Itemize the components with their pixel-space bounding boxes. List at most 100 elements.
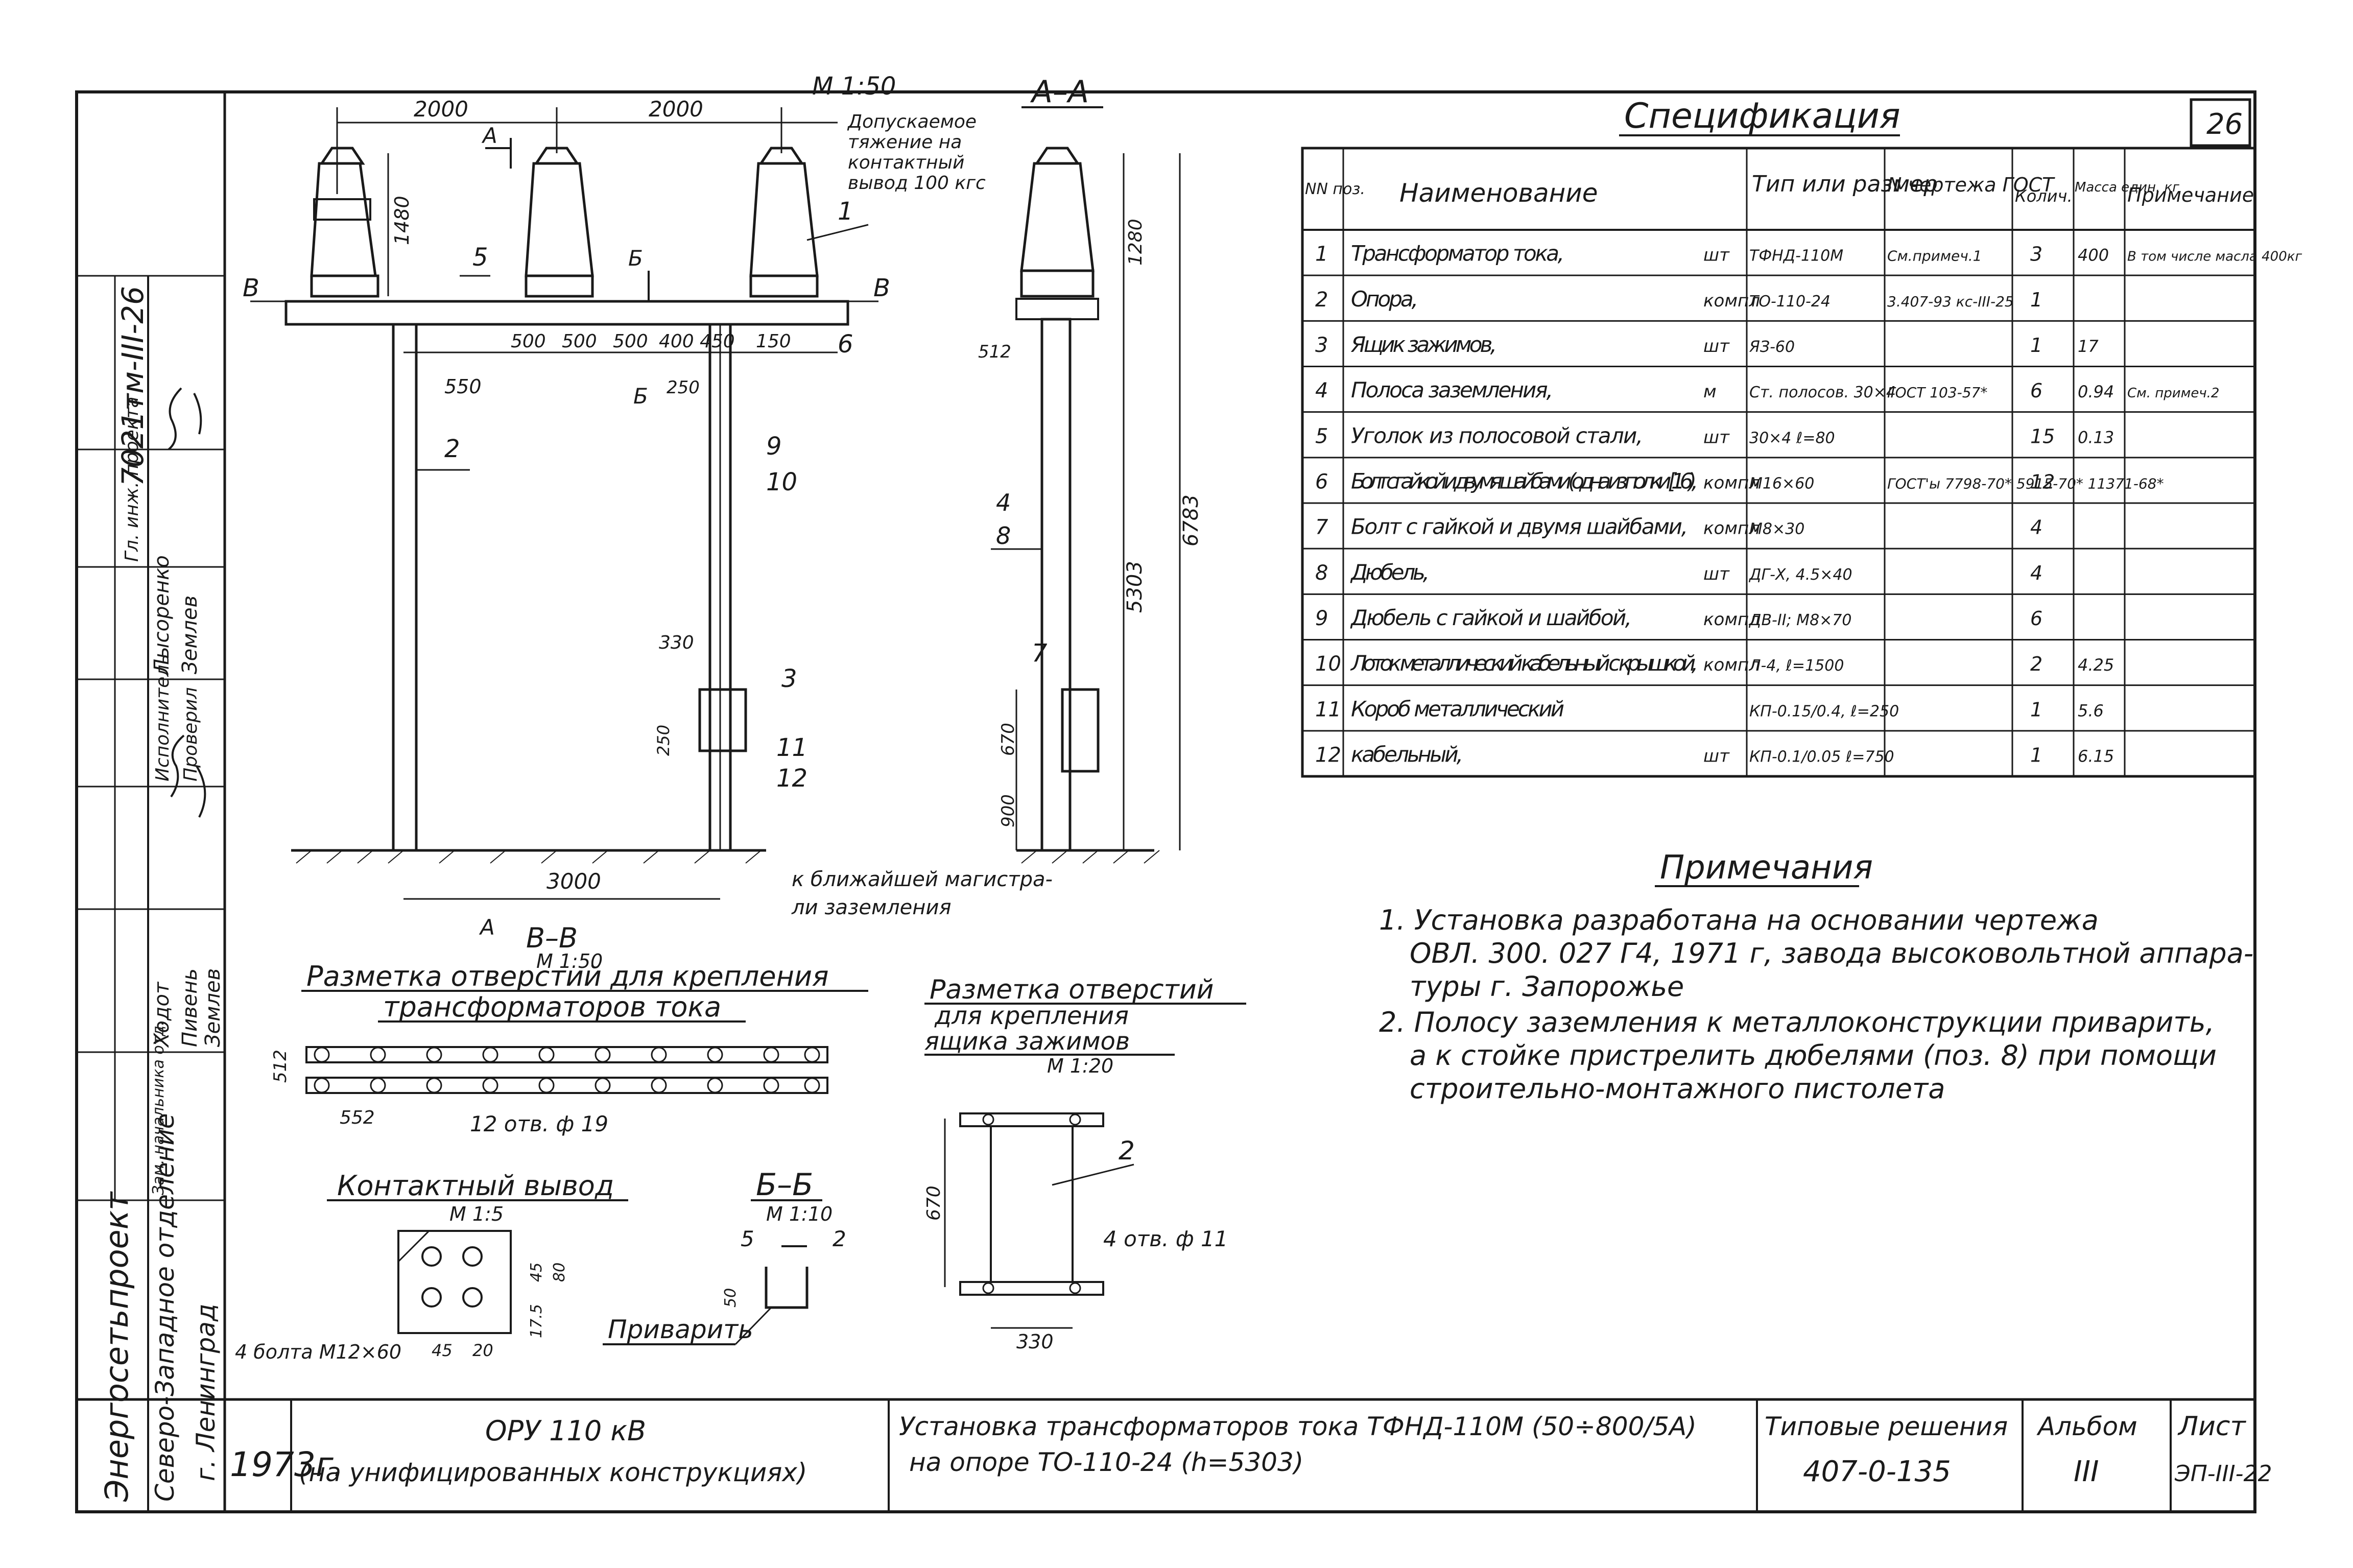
spec-cell-unit: шт	[1703, 336, 1730, 357]
dim-500-c: 500	[613, 331, 648, 352]
spec-cell-pos: 7	[1315, 516, 1328, 539]
pos-label-11: 11	[776, 733, 807, 762]
stamp-name-4: Пивень	[178, 968, 202, 1047]
transformer-2	[525, 147, 594, 298]
dim-330: 330	[659, 632, 694, 653]
spec-cell-pos: 4	[1315, 379, 1328, 402]
spec-cell-unit: шт	[1703, 564, 1730, 584]
stamp-role-3: Проверил	[180, 687, 201, 781]
bolt-hole	[314, 1047, 330, 1063]
aa-pos-7: 7	[1032, 639, 1048, 668]
spec-cell-qty: 1	[2030, 334, 2042, 357]
spec-cell-name: Болт с гайкой и двумя шайбами,	[1351, 514, 1688, 539]
spec-cell-type: Л-4, ℓ=1500	[1749, 657, 1844, 675]
note-line-2: ОВЛ. 300. 027 Г4, 1971 г, завода высоков…	[1410, 937, 2253, 969]
spec-cell-pos: 6	[1315, 470, 1328, 493]
spec-cell-qty: 1	[2030, 744, 2042, 766]
stamp-name-3: Ходот	[150, 981, 174, 1048]
spec-cell-unit: компл	[1703, 472, 1760, 493]
aa-dim-670: 670	[998, 723, 1018, 756]
note-line-1: 1. Установка разработана на основании че…	[1379, 904, 2099, 936]
spec-cell-qty: 4	[2030, 562, 2042, 584]
aa-pos-4: 4	[996, 489, 1011, 516]
spec-header-name: Наименование	[1399, 178, 1598, 208]
view-box-holes: Разметка отверстий для крепления ящика з…	[923, 975, 1246, 1353]
org-branch: Северо-Западное отделение	[150, 1113, 180, 1502]
spec-cell-qty: 6	[2030, 379, 2042, 402]
stamp-role-1: Гл. инж. проекта	[122, 396, 142, 562]
sec-a-bottom: А	[479, 915, 495, 940]
vv-title: В–В	[526, 922, 578, 954]
spec-cell-name: Уголок из полосовой стали,	[1351, 423, 1643, 448]
aa-pos-8: 8	[996, 522, 1011, 550]
spec-title: Спецификация	[1624, 96, 1900, 136]
spec-header-doc: N чертежа ГОСТ	[1887, 174, 2055, 196]
bolt-hole	[370, 1047, 386, 1063]
spec-cell-pos: 8	[1315, 561, 1328, 585]
spec-cell-pos: 1	[1315, 243, 1328, 266]
scale-main: М 1:50	[812, 72, 896, 101]
spec-cell-mass: 5.6	[2078, 701, 2104, 720]
pos-label-1: 1	[838, 197, 853, 226]
kv-dim-80: 80	[551, 1263, 568, 1282]
spec-cell-qty: 12	[2030, 470, 2055, 493]
dim-250-low: 250	[654, 725, 673, 756]
tb-album-value: III	[2074, 1455, 2099, 1488]
tb-typ-label: Типовые решения	[1765, 1412, 2008, 1441]
spec-cell-doc: 3.407-93 кс-III-25	[1887, 293, 2014, 310]
spec-cell-type: КП-0.15/0.4, ℓ=250	[1749, 702, 1899, 720]
vv-caption-1: Разметка отверстий для крепления	[306, 960, 829, 992]
aa-dim-512: 512	[978, 342, 1011, 362]
vv-holes: 12 отв. ф 19	[470, 1111, 608, 1136]
stamp-name-1: Лысоренко	[150, 555, 174, 675]
spec-cell-mass: 0.94	[2078, 382, 2114, 401]
sec-a-top: А	[481, 123, 497, 148]
allow-load-3: контактный	[848, 152, 964, 173]
transformer-3	[749, 147, 819, 298]
spec-cell-type: КП-0.1/0.05 ℓ=750	[1749, 748, 1894, 766]
bb-dim-50: 50	[722, 1288, 740, 1308]
spec-cell-qty: 6	[2030, 607, 2042, 630]
spec-cell-mass: 17	[2078, 337, 2099, 356]
spec-cell-type: М16×60	[1749, 474, 1814, 492]
crossbeam	[284, 300, 849, 326]
spec-cell-pos: 9	[1315, 607, 1328, 630]
spec-cell-qty: 2	[2030, 653, 2042, 675]
kv-dim-45a: 45	[528, 1263, 545, 1282]
pos-label-10: 10	[766, 468, 797, 496]
vv-bolt-holes	[314, 1047, 820, 1094]
spec-cell-mass: 400	[2078, 246, 2109, 265]
note-line-3: туры г. Запорожье	[1410, 970, 1684, 1003]
bolt-hole	[426, 1077, 442, 1094]
box-dim-670: 670	[923, 1185, 944, 1221]
spec-cell-unit: шт	[1703, 427, 1730, 447]
dim-400: 400	[659, 331, 694, 352]
spec-cell-type: ТО-110-24	[1749, 293, 1831, 311]
spec-header-type: Тип или размер	[1752, 171, 1938, 197]
dim-500-a: 500	[511, 331, 546, 352]
bolt-hole	[651, 1077, 667, 1094]
main-elevation-view: М 1:50 2000 2000 А 1480	[243, 72, 1053, 940]
aa-dim-5303: 5303	[1123, 561, 1147, 613]
bolt-hole	[707, 1077, 723, 1094]
aa-dim-900: 900	[998, 794, 1018, 827]
pos-label-6: 6	[838, 330, 853, 359]
sec-b-top: Б	[628, 246, 643, 271]
box-dim-holes: 4 отв. ф 11	[1103, 1226, 1228, 1251]
kv-bolts: 4 болта М12×60	[235, 1341, 401, 1363]
spec-cell-unit: компл	[1703, 291, 1760, 311]
spec-cell-doc: ГОСТ 103-57*	[1887, 384, 1987, 401]
spec-cell-type: ДГ-Х, 4.5×40	[1748, 566, 1852, 584]
spec-cell-unit: м	[1703, 382, 1717, 402]
spec-cell-unit: шт	[1703, 245, 1730, 266]
view-b-b: Б–Б М 1:10 5 2 50 Приварить	[603, 1167, 846, 1345]
spec-cell-qty: 1	[2030, 698, 2042, 721]
spec-cell-mass: 4.25	[2078, 655, 2114, 675]
dim-1480: 1480	[391, 196, 413, 245]
vv-caption-2: трансформаторов тока	[383, 991, 721, 1023]
allow-load-4: вывод 100 кгс	[848, 173, 986, 194]
pos-label-5: 5	[472, 243, 488, 272]
bolt-hole	[763, 1047, 779, 1063]
note-line-6: строительно-монтажного пистолета	[1410, 1073, 1945, 1105]
stamp-name-5: Землев	[201, 968, 225, 1047]
